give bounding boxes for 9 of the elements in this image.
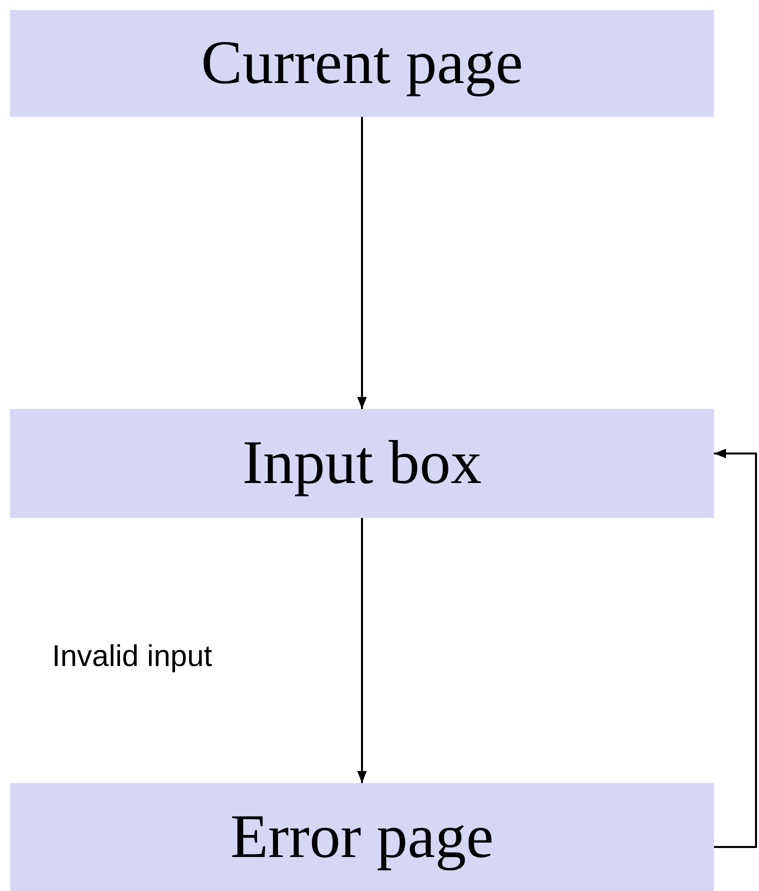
arrow — [714, 448, 757, 848]
node-label: Input box — [242, 428, 482, 499]
node-label: Error page — [230, 802, 494, 872]
node-label: Current page — [201, 28, 523, 99]
arrow — [357, 518, 367, 783]
process-box — [10, 783, 714, 891]
process-box — [10, 409, 714, 518]
process-box — [10, 10, 714, 117]
arrow — [357, 117, 367, 409]
